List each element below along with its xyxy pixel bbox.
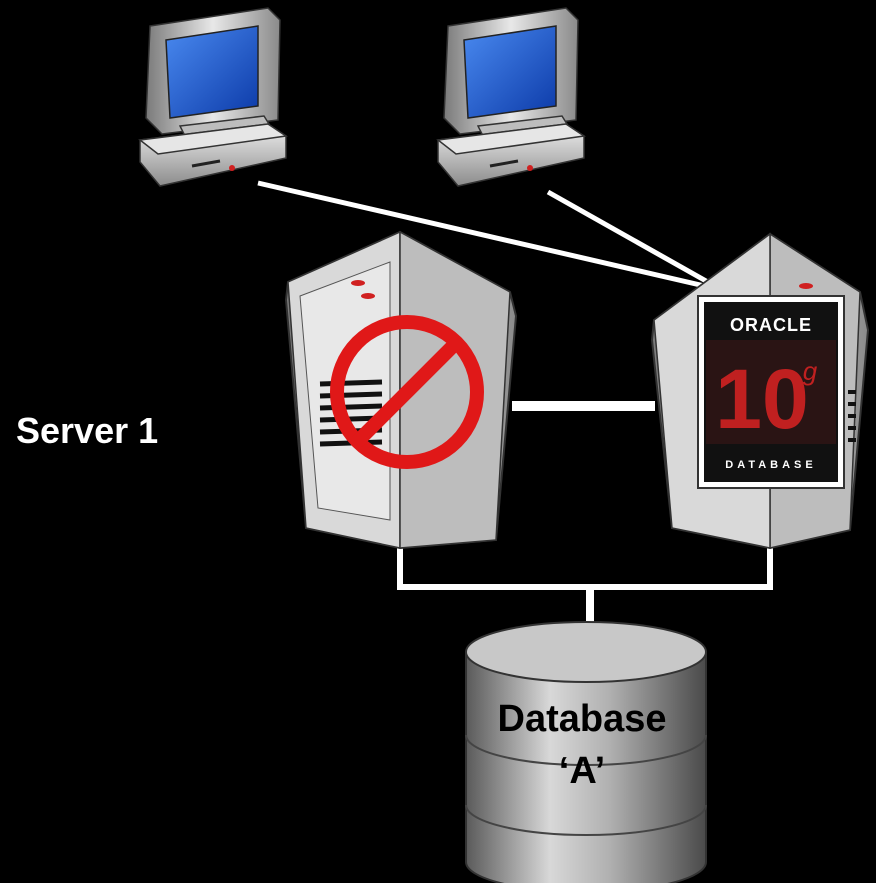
oracle-product: DATABASE xyxy=(725,459,816,471)
tower-server-icon[interactable]: ORACLE 10 g DATABASE xyxy=(650,232,870,550)
tower-server-icon[interactable] xyxy=(284,230,518,550)
database-label: Database ‘A’ xyxy=(462,693,702,797)
database-id: ‘A’ xyxy=(558,750,606,792)
oracle-version: 10 xyxy=(715,352,808,446)
client2-to-server2-link xyxy=(546,189,724,293)
server-1-label: Server 1 xyxy=(16,410,159,451)
no-entry-icon xyxy=(330,315,484,469)
client1-to-server2-link xyxy=(257,180,723,293)
database-name: Database xyxy=(497,698,667,740)
connectors xyxy=(257,180,773,636)
desktop-computer-icon[interactable] xyxy=(436,7,587,187)
shared-storage-link xyxy=(397,548,773,590)
monitor-screen xyxy=(165,25,259,119)
desktop-computer-icon[interactable] xyxy=(138,7,289,187)
oracle-database-badge: ORACLE 10 g DATABASE xyxy=(697,295,845,489)
monitor-screen xyxy=(463,25,557,119)
oracle-brand: ORACLE xyxy=(730,315,812,335)
database-cylinder-icon[interactable] xyxy=(465,621,707,883)
oracle-version-suffix: g xyxy=(803,356,818,386)
